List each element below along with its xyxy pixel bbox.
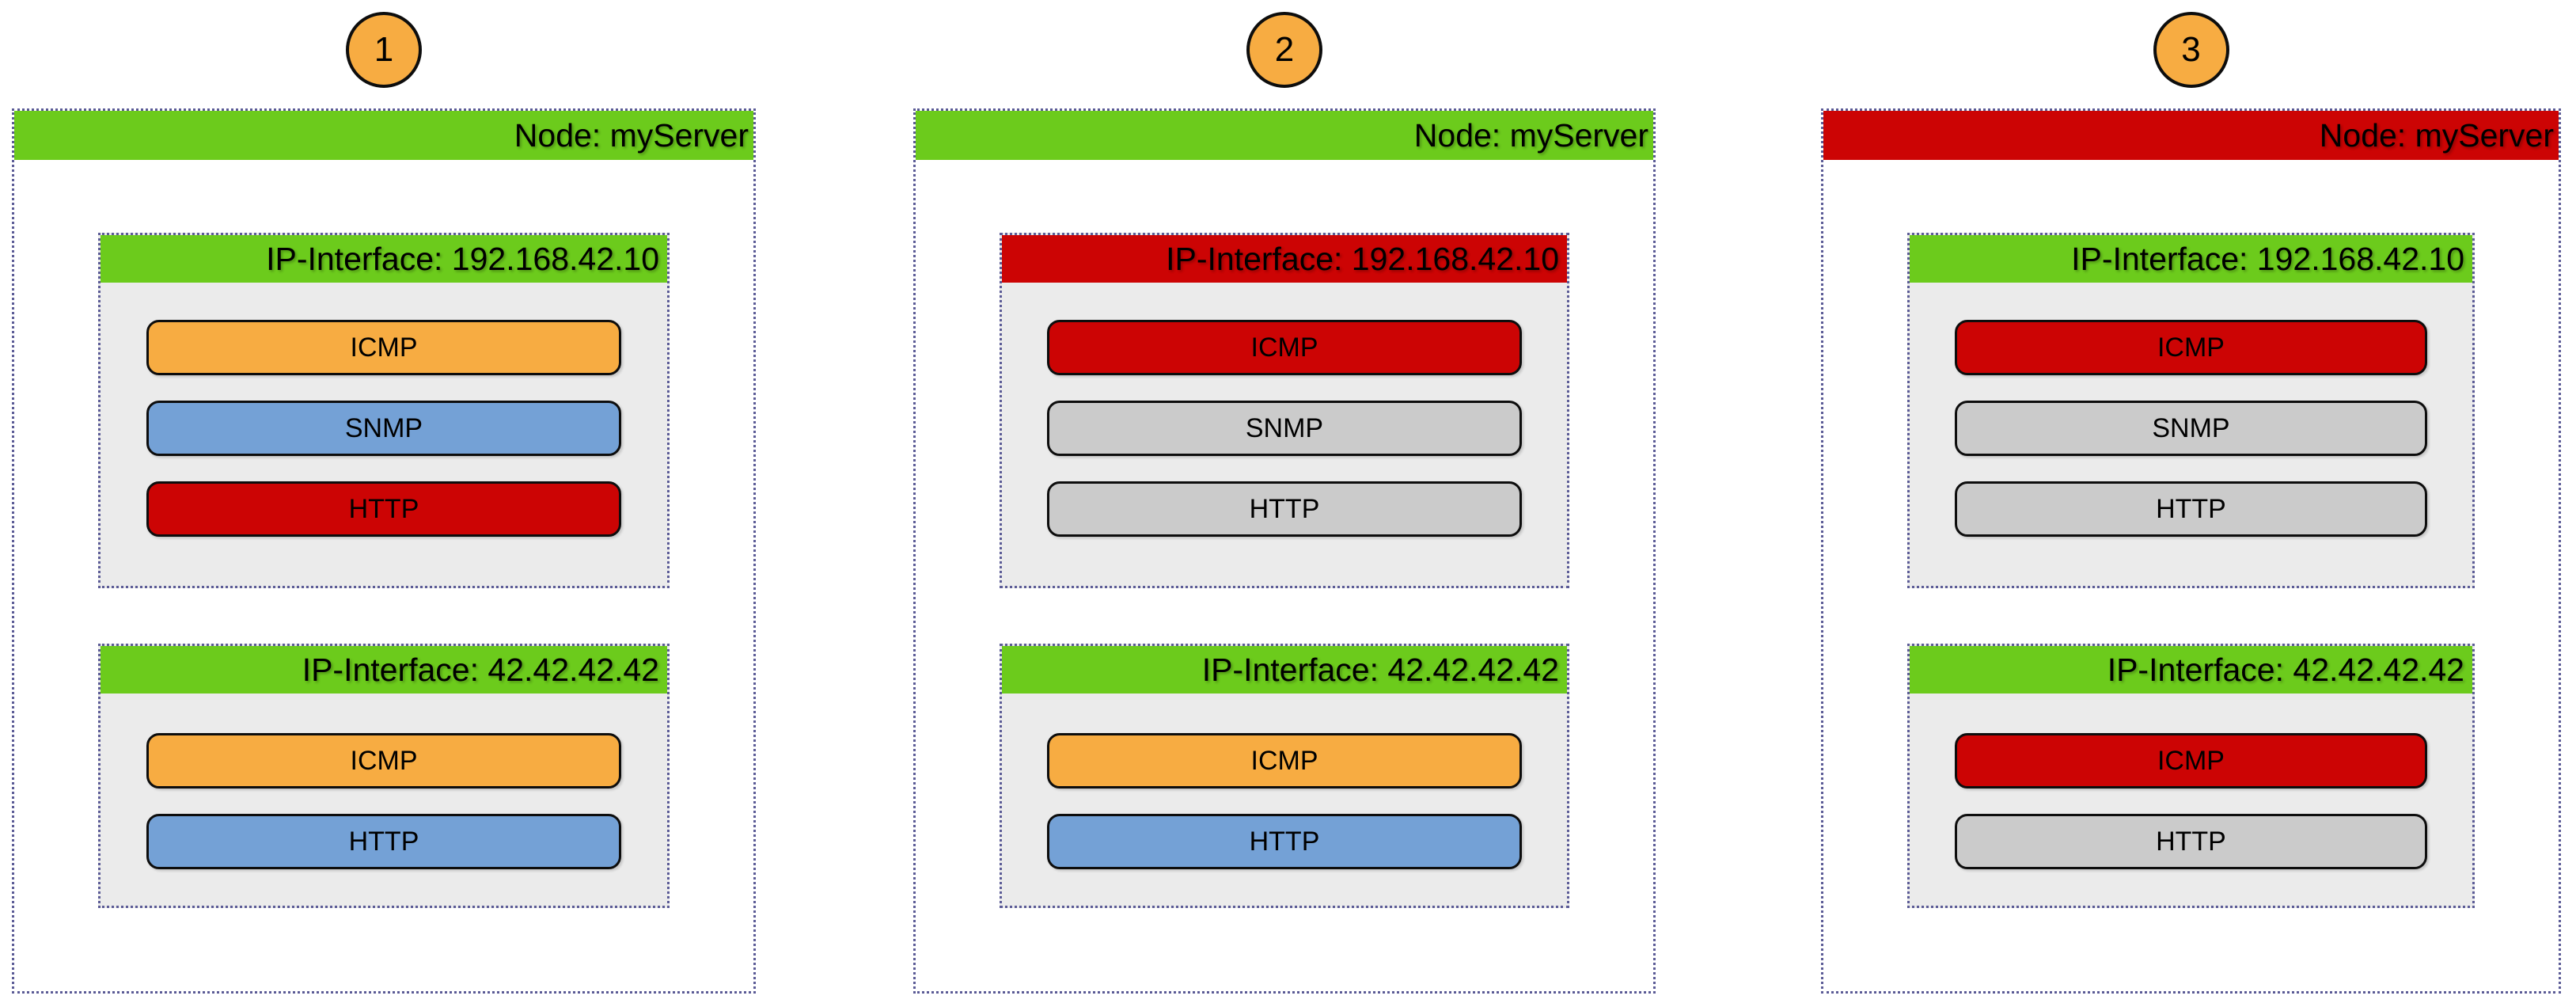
interface-label: IP-Interface: 192.168.42.10	[266, 240, 659, 277]
interface-header: IP-Interface: 192.168.42.10	[1002, 235, 1567, 283]
node-box: Node: myServer IP-Interface: 192.168.42.…	[913, 108, 1656, 994]
step-number: 1	[374, 30, 394, 69]
interface-box: IP-Interface: 42.42.42.42 ICMP HTTP	[1907, 644, 2475, 908]
scenario-panel-3: 3 Node: myServer IP-Interface: 192.168.4…	[1821, 12, 2561, 994]
interface-box: IP-Interface: 192.168.42.10 ICMP SNMP HT…	[98, 233, 670, 588]
service-badge-icmp: ICMP	[1047, 320, 1522, 375]
interface-label: IP-Interface: 192.168.42.10	[2071, 240, 2464, 277]
step-circle: 3	[2153, 12, 2229, 88]
service-list: ICMP SNMP HTTP	[101, 283, 667, 586]
interface-header: IP-Interface: 192.168.42.10	[101, 235, 667, 283]
step-number: 3	[2181, 30, 2201, 69]
service-badge-http: HTTP	[1954, 814, 2428, 869]
interface-box: IP-Interface: 192.168.42.10 ICMP SNMP HT…	[1907, 233, 2475, 588]
node-label: Node: myServer	[2319, 116, 2554, 154]
node-box: Node: myServer IP-Interface: 192.168.42.…	[1821, 108, 2561, 994]
scenario-panel-1: 1 Node: myServer IP-Interface: 192.168.4…	[12, 12, 756, 994]
service-badge-http: HTTP	[146, 814, 621, 869]
interface-label: IP-Interface: 192.168.42.10	[1166, 240, 1559, 277]
node-header: Node: myServer	[14, 111, 753, 160]
interface-header: IP-Interface: 42.42.42.42	[1002, 646, 1567, 694]
service-badge-icmp: ICMP	[1047, 733, 1522, 788]
node-label: Node: myServer	[1413, 116, 1648, 154]
service-badge-snmp: SNMP	[146, 401, 621, 456]
service-badge-snmp: SNMP	[1954, 401, 2428, 456]
service-list: ICMP HTTP	[1002, 694, 1567, 906]
service-badge-http: HTTP	[1047, 814, 1522, 869]
service-badge-http: HTTP	[1047, 481, 1522, 537]
service-badge-http: HTTP	[146, 481, 621, 537]
interface-label: IP-Interface: 42.42.42.42	[1201, 651, 1559, 688]
interface-box: IP-Interface: 42.42.42.42 ICMP HTTP	[1000, 644, 1569, 908]
interface-header: IP-Interface: 42.42.42.42	[1910, 646, 2472, 694]
service-list: ICMP SNMP HTTP	[1910, 283, 2472, 586]
service-list: ICMP SNMP HTTP	[1002, 283, 1567, 586]
service-badge-http: HTTP	[1954, 481, 2428, 537]
service-badge-icmp: ICMP	[1954, 320, 2428, 375]
node-label: Node: myServer	[514, 116, 749, 154]
step-circle: 1	[346, 12, 422, 88]
service-badge-icmp: ICMP	[146, 733, 621, 788]
interface-header: IP-Interface: 42.42.42.42	[101, 646, 667, 694]
node-box: Node: myServer IP-Interface: 192.168.42.…	[12, 108, 756, 994]
service-badge-icmp: ICMP	[146, 320, 621, 375]
scenario-panel-2: 2 Node: myServer IP-Interface: 192.168.4…	[913, 12, 1656, 994]
service-badge-icmp: ICMP	[1954, 733, 2428, 788]
interface-label: IP-Interface: 42.42.42.42	[302, 651, 659, 688]
node-header: Node: myServer	[916, 111, 1653, 160]
step-circle: 2	[1246, 12, 1322, 88]
interface-label: IP-Interface: 42.42.42.42	[2107, 651, 2464, 688]
step-number: 2	[1274, 30, 1295, 69]
interface-header: IP-Interface: 192.168.42.10	[1910, 235, 2472, 283]
service-list: ICMP HTTP	[101, 694, 667, 906]
interface-box: IP-Interface: 192.168.42.10 ICMP SNMP HT…	[1000, 233, 1569, 588]
service-list: ICMP HTTP	[1910, 694, 2472, 906]
service-badge-snmp: SNMP	[1047, 401, 1522, 456]
node-header: Node: myServer	[1823, 111, 2559, 160]
interface-box: IP-Interface: 42.42.42.42 ICMP HTTP	[98, 644, 670, 908]
